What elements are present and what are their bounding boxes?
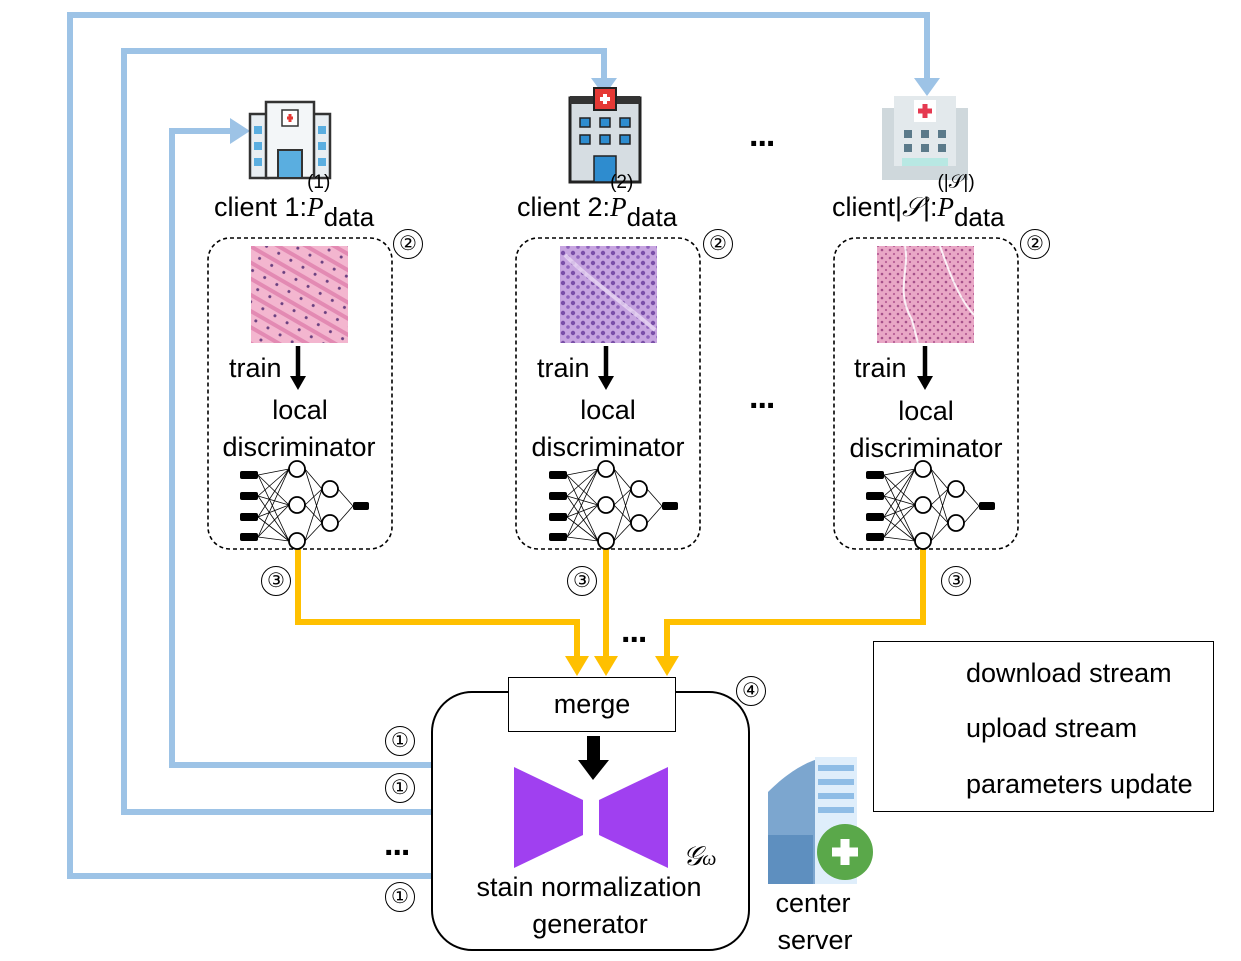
download-line-client-1 [295, 548, 580, 660]
center-server-icon [768, 757, 873, 884]
hidden-node [288, 460, 306, 478]
neural-nets [240, 460, 995, 550]
generator-label-line1: stain normalization [476, 872, 702, 902]
legend-download-label: download stream [966, 658, 1172, 688]
hidden-node [321, 514, 339, 532]
step-1-marker: ① [385, 773, 415, 803]
client-1-label: client 1:P(1)data [214, 172, 375, 232]
local-label: local [580, 395, 636, 425]
ellipsis: ... [384, 825, 410, 863]
discriminator-label: discriminator [222, 432, 376, 462]
download-line-client-s [664, 548, 926, 660]
hidden-node [288, 532, 306, 550]
train-label: train [229, 353, 282, 383]
generator-label-line2: generator [532, 909, 648, 939]
train-label: train [537, 353, 590, 383]
hidden-node [288, 496, 306, 514]
input-node [866, 533, 884, 541]
output-node [662, 502, 678, 510]
train-label: train [854, 353, 907, 383]
hidden-node [321, 480, 339, 498]
ellipsis: ... [749, 116, 775, 154]
input-node [549, 533, 567, 541]
upload-line-client-1 [169, 128, 432, 768]
input-node [240, 471, 258, 479]
step-3-marker: ③ [941, 566, 971, 596]
discriminator-label: discriminator [849, 433, 1003, 463]
input-node [866, 492, 884, 500]
client-s-box [833, 237, 1019, 550]
discriminator-network-icon [240, 460, 369, 550]
step-3-marker: ③ [567, 566, 597, 596]
download-stream-lines [295, 548, 926, 660]
download-arrowheads [565, 656, 679, 676]
client-boxes [207, 237, 1019, 550]
input-node [549, 471, 567, 479]
step-2-marker: ② [703, 229, 733, 259]
generator-icon [514, 767, 668, 868]
tissue-image-s [877, 246, 974, 343]
legend-upload-label: upload stream [966, 713, 1138, 743]
upload-stream-lines [67, 12, 930, 879]
input-node [866, 513, 884, 521]
hidden-node [947, 480, 965, 498]
hidden-node [597, 460, 615, 478]
client-s-label: client|𝒮|:P(|𝒮|)data [832, 172, 1005, 232]
step-1-marker: ① [385, 726, 415, 756]
hidden-node [914, 496, 932, 514]
upload-line-client-s [67, 12, 930, 879]
hospital-icon-s [882, 96, 968, 180]
center-server-label-line2: server [777, 925, 853, 955]
step-2-marker: ② [1020, 229, 1050, 259]
hospital-icon-1 [248, 100, 332, 180]
hidden-node [914, 532, 932, 550]
upload-line-client-2 [121, 48, 607, 815]
output-node [979, 502, 995, 510]
step-4-marker: ④ [736, 676, 766, 706]
input-node [549, 492, 567, 500]
discriminator-network-icon [866, 460, 995, 550]
ellipsis: ... [621, 612, 647, 650]
client-2-label: client 2:P(2)data [517, 172, 678, 232]
input-node [240, 513, 258, 521]
merge-box: merge [508, 677, 676, 732]
input-node [240, 492, 258, 500]
discriminator-network-icon [549, 460, 678, 550]
client-1-box [207, 237, 393, 550]
hidden-node [597, 532, 615, 550]
discriminator-label: discriminator [531, 432, 685, 462]
train-arrows [290, 346, 933, 390]
hospital-icon-2 [568, 87, 642, 184]
hidden-node [947, 514, 965, 532]
tissue-image-1 [251, 246, 348, 343]
ellipsis: ... [749, 378, 775, 416]
merge-update-arrow [578, 736, 609, 780]
client-2-box [515, 237, 701, 550]
input-node [866, 471, 884, 479]
center-server-label-line1: center [775, 888, 851, 918]
local-label: local [272, 395, 328, 425]
hidden-node [630, 480, 648, 498]
local-label: local [898, 396, 954, 426]
step-2-marker: ② [393, 229, 423, 259]
step-3-marker: ③ [261, 566, 291, 596]
input-node [240, 533, 258, 541]
input-node [549, 513, 567, 521]
step-1-marker: ① [385, 882, 415, 912]
legend-update-label: parameters update [966, 769, 1193, 799]
hidden-node [597, 496, 615, 514]
output-node [353, 502, 369, 510]
hidden-node [630, 514, 648, 532]
legend: download stream upload stream parameters… [873, 641, 1214, 812]
generator-symbol: 𝒢ω [683, 841, 717, 871]
hidden-node [914, 460, 932, 478]
